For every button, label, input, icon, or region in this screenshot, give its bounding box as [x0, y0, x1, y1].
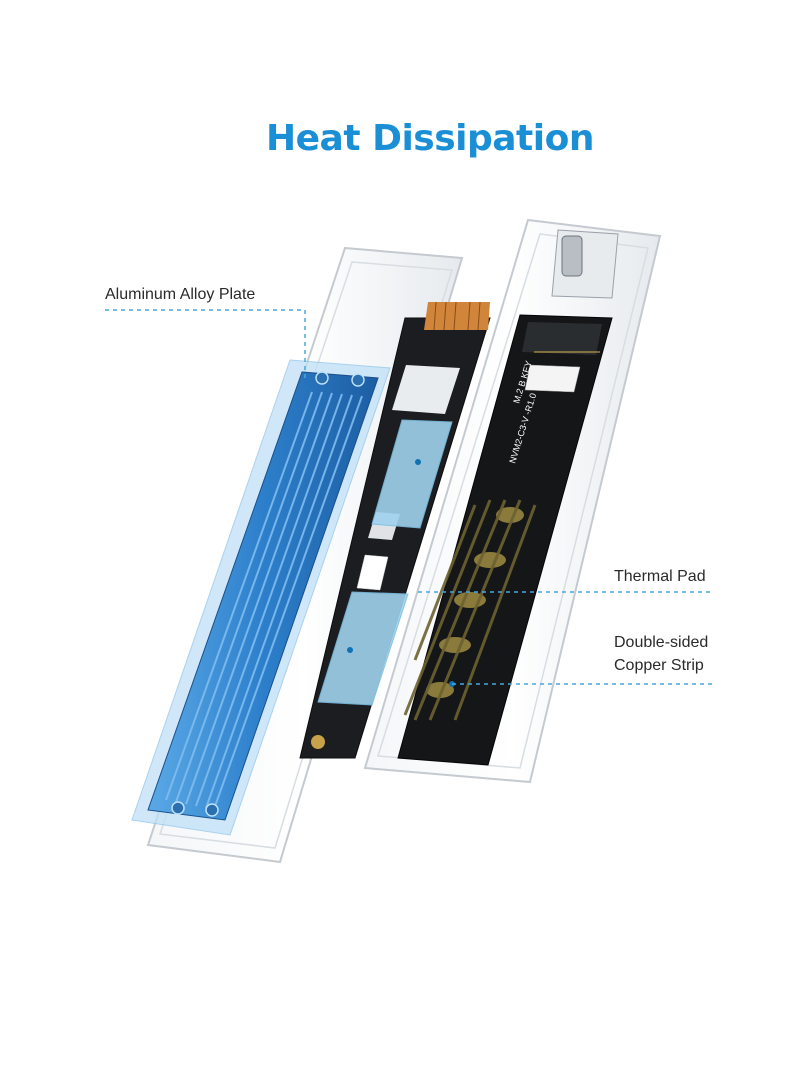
adapter-board: M.2 B KEY NVM2-C3-V -R1.0 [397, 314, 613, 766]
copper-strip-label-line1: Double-sided [614, 634, 709, 651]
thermal-pads [317, 419, 453, 706]
alloy-leader-line [105, 309, 306, 380]
thermal-pad-label: Thermal Pad [614, 568, 706, 585]
aluminum-plate-label: Aluminum Alloy Plate [105, 286, 256, 303]
copper-strip-label-line2: Copper Strip [614, 657, 704, 674]
page-title: Heat Dissipation [266, 118, 594, 159]
leader-lines [105, 309, 712, 685]
aluminum-heatsink-plate [131, 359, 391, 836]
